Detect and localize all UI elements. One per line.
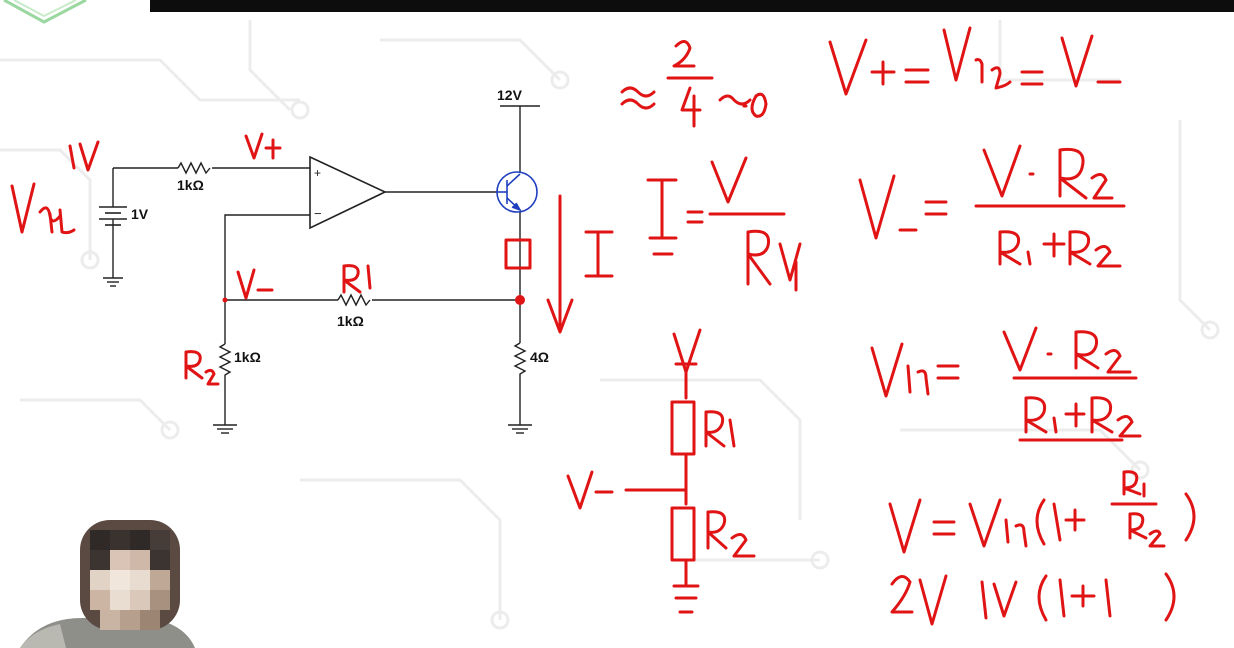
ink-ammeter-box — [504, 238, 532, 270]
ink-eq-numeric — [890, 572, 1176, 626]
opamp-minus-label: − — [314, 206, 322, 221]
ink-approx-half — [620, 40, 768, 128]
junction-dot-right — [515, 295, 525, 305]
input-resistor — [177, 161, 211, 175]
circuit-wires — [112, 105, 540, 425]
input-resistor-label: 1kΩ — [177, 177, 204, 193]
ink-r1-label — [342, 264, 372, 294]
ink-1v-note — [68, 140, 100, 172]
pixelated-face-image — [20, 520, 195, 648]
npn-transistor — [496, 171, 538, 213]
ink-current-label — [584, 230, 614, 278]
load-resistor-label: 4Ω — [530, 349, 549, 365]
presenter-webcam — [20, 520, 195, 648]
ground-symbols — [103, 277, 532, 434]
ink-r2-label — [184, 350, 220, 386]
ink-current-arrow — [546, 194, 574, 334]
ink-vminus-label — [236, 268, 274, 300]
opamp-symbol — [309, 155, 387, 230]
ink-vplus-label — [244, 132, 282, 160]
ink-eq-vin — [870, 326, 1142, 442]
load-resistor — [513, 342, 527, 379]
ink-vin-label — [10, 182, 76, 235]
top-toolbar-strip — [150, 0, 1234, 12]
ink-eq-current — [646, 156, 802, 292]
feedback-resistor — [337, 293, 371, 307]
ground-resistor — [218, 343, 232, 380]
corner-logo — [3, 0, 87, 24]
junction-dot-left — [222, 297, 228, 303]
ink-divider-sketch — [566, 328, 756, 614]
ink-eq-gain — [888, 470, 1196, 554]
ink-eq-vminus — [858, 144, 1126, 268]
supply-voltage-label: 12V — [497, 87, 523, 103]
feedback-resistor-label: 1kΩ — [337, 313, 364, 329]
battery-symbol — [99, 206, 127, 226]
source-voltage-label: 1V — [131, 206, 149, 222]
opamp-plus-label: + — [314, 166, 321, 180]
ground-resistor-label: 1kΩ — [234, 349, 261, 365]
ink-eq-vplus-vin-vminus — [828, 26, 1122, 96]
